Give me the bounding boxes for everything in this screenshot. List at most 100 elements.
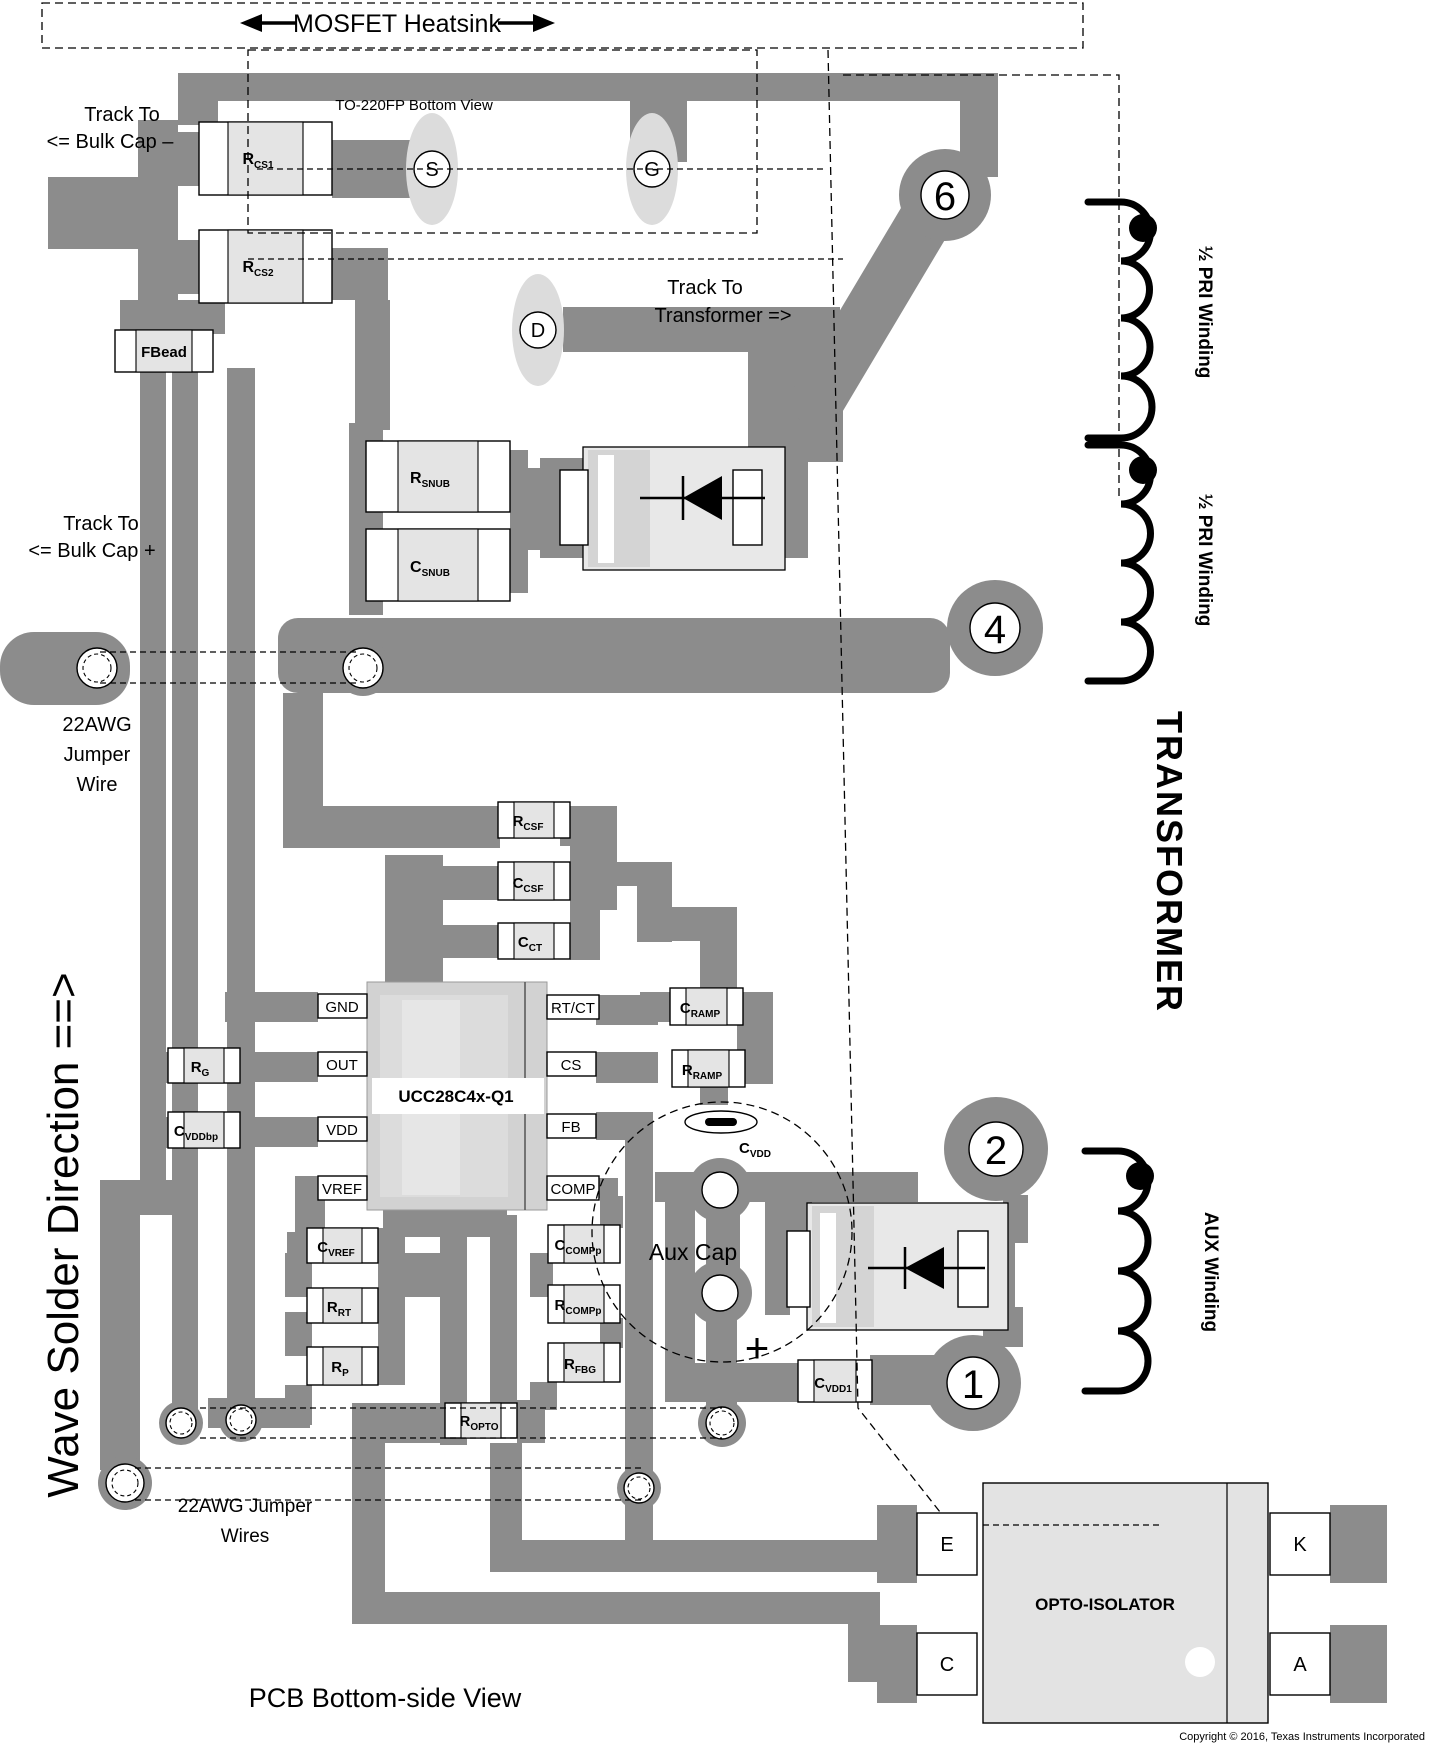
via-bottom-left <box>98 1456 152 1510</box>
track-transformer-label: Track To <box>667 277 743 299</box>
component-csnub <box>365 528 511 602</box>
pin-vref: VREF <box>322 1181 362 1198</box>
component-cramp <box>669 987 744 1026</box>
pin-cs: CS <box>561 1057 582 1074</box>
component-rp <box>306 1346 379 1386</box>
diode-symbol-icon <box>640 476 765 520</box>
component-cvdd1 <box>797 1359 873 1403</box>
svg-text:Jumper: Jumper <box>64 744 131 766</box>
via-left-b <box>219 1398 263 1442</box>
aux-cap-label: Aux Cap <box>649 1239 737 1265</box>
rcs1-label: RCS1 <box>242 151 273 171</box>
pad-s-label: S <box>425 159 438 181</box>
rcs2-label: RCS2 <box>242 259 273 279</box>
aux-winding-symbol <box>1081 1147 1152 1395</box>
jumper-wire-label: 22AWG <box>62 714 131 736</box>
ic-name: UCC28C4x-Q1 <box>398 1087 513 1106</box>
via-bulk-left <box>76 647 118 689</box>
pri-winding-1-label: ½ PRI Winding <box>1194 246 1215 379</box>
cramp-label: CRAMP <box>680 1000 721 1020</box>
copyright: Copyright © 2016, Texas Instruments Inco… <box>1179 1731 1425 1743</box>
svg-text:<= Bulk Cap –: <= Bulk Cap – <box>47 131 175 153</box>
dashed-outlines <box>41 2 1163 1526</box>
aux-cap-outline <box>591 1101 853 1363</box>
rramp-label: RRAMP <box>682 1062 723 1082</box>
ccompp-label: CCOMPp <box>555 1237 602 1257</box>
pri-winding-1-symbol <box>1084 198 1156 442</box>
pri-winding-2-label: ½ PRI Winding <box>1194 494 1215 627</box>
fbead-label: FBead <box>141 344 187 361</box>
transformer-windings <box>1081 198 1157 1395</box>
pcb-view-label: PCB Bottom-side View <box>249 1683 522 1713</box>
cvdd1-label: CVDD1 <box>814 1375 852 1395</box>
track-bulk-plus-label: Track To <box>63 513 139 535</box>
component-ccsf <box>497 861 571 901</box>
via-aux <box>698 1399 746 1447</box>
transformer-label: TRANSFORMER <box>1149 711 1190 1013</box>
pin-fb: FB <box>561 1119 580 1136</box>
rfbg-label: RFBG <box>564 1356 596 1376</box>
pad-1-label: 1 <box>962 1363 984 1407</box>
heatsink-outline <box>41 2 1084 49</box>
pad-d-label: D <box>531 320 545 342</box>
via-left-a <box>159 1401 203 1445</box>
component-cvddbp <box>167 1111 241 1149</box>
jumper-wire-1 <box>200 1407 722 1439</box>
pin-vdd: VDD <box>326 1122 358 1139</box>
svg-text:Transformer =>: Transformer => <box>654 305 791 327</box>
csnub-label: CSNUB <box>410 559 450 579</box>
component-rcs1 <box>198 121 333 196</box>
diode-symbol-icon <box>868 1247 985 1289</box>
component-rramp <box>671 1049 746 1088</box>
arrow-left-icon <box>240 14 297 32</box>
rcompp-label: RCOMPp <box>555 1297 602 1317</box>
rcsf-label: RCSF <box>513 813 544 833</box>
component-cvref <box>306 1227 379 1264</box>
transformer-outline-right <box>843 74 1120 500</box>
jumper-bulk-plus <box>100 651 360 684</box>
component-rrt <box>306 1287 379 1324</box>
pin-comp: COMP <box>551 1181 596 1198</box>
winding-dot-icon <box>1129 214 1157 242</box>
jumper-wire-2 <box>135 1467 645 1501</box>
aux-winding-label: AUX Winding <box>1200 1212 1221 1332</box>
component-rfbg <box>547 1342 621 1383</box>
labels: MOSFET Heatsink TO-220FP Bottom View Tra… <box>28 10 1425 1743</box>
opto-pin-e: E <box>940 1534 953 1556</box>
pin-out: OUT <box>326 1057 358 1074</box>
ic-ucc28c4x <box>317 981 600 1211</box>
ccsf-label: CCSF <box>513 875 544 895</box>
component-ropto <box>444 1402 518 1439</box>
cvref-label: CVREF <box>317 1239 355 1259</box>
to220-outline <box>247 49 758 234</box>
pin1-dot-icon <box>1185 1647 1215 1677</box>
component-ccompp <box>547 1224 621 1264</box>
component-rsnub <box>365 440 511 513</box>
pad-D <box>512 274 564 386</box>
cvddbp-label: CVDDbp <box>174 1123 218 1143</box>
pad-4-label: 4 <box>984 608 1006 652</box>
pin-rtct: RT/CT <box>551 1000 595 1017</box>
pad-2-label: 2 <box>985 1129 1007 1173</box>
pad-g-label: G <box>644 159 660 181</box>
rsnub-label: RSNUB <box>410 470 450 490</box>
pin-gnd: GND <box>325 999 359 1016</box>
winding-dot-icon <box>1126 1162 1154 1190</box>
rp-label: RP <box>331 1359 349 1379</box>
aux-cap-polarity-marker <box>684 1110 758 1134</box>
wave-solder-label: Wave Solder Direction ==> <box>39 972 88 1497</box>
opto-pin-k: K <box>1293 1534 1307 1556</box>
svg-text:Wire: Wire <box>76 774 117 796</box>
pad-6-label: 6 <box>934 175 956 219</box>
component-rcsf <box>497 801 571 839</box>
isolation-boundary <box>827 49 941 1513</box>
component-cct <box>497 922 571 960</box>
plus-icon: + <box>745 1324 770 1371</box>
rrt-label: RRT <box>327 1299 351 1319</box>
jumper-wires-label: 22AWG Jumper <box>178 1496 313 1517</box>
opto-name: OPTO-ISOLATOR <box>1035 1595 1175 1614</box>
opto-pin-a: A <box>1293 1654 1307 1676</box>
via-bulk-right <box>335 640 391 696</box>
arrow-right-icon <box>498 14 555 32</box>
